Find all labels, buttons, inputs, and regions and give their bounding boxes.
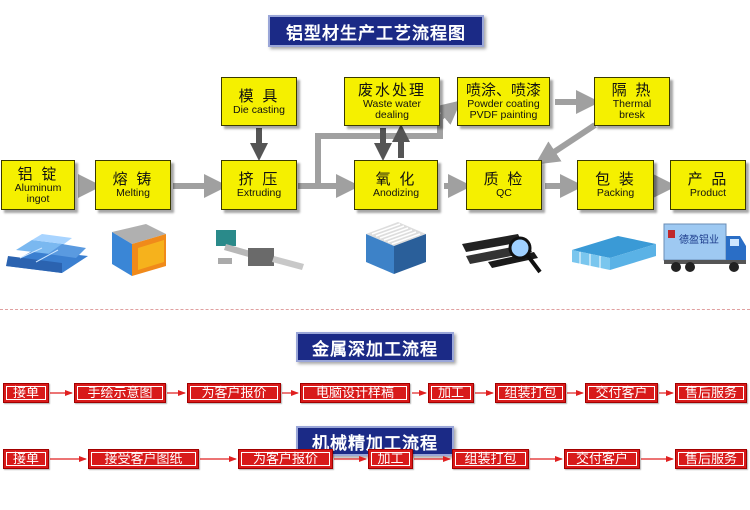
step-waste-water: 废水处理 Waste water dealing [344, 77, 440, 126]
step-packing-cn: 包 装 [595, 170, 636, 188]
deep-step-3-label: 为客户报价 [201, 386, 267, 401]
step-waste-water-en1: Waste water [363, 98, 421, 110]
step-die-casting-en: Die casting [233, 103, 285, 116]
deep-step-4: 电脑设计样稿 [300, 383, 410, 403]
deep-step-2: 手绘示意图 [74, 383, 166, 403]
step-qc-cn: 质 检 [483, 170, 525, 188]
deep-step-8-label: 售后服务 [684, 386, 737, 401]
step-extruding-cn: 挤 压 [238, 170, 280, 188]
deep-step-2-label: 手绘示意图 [87, 386, 153, 401]
precision-step-4: 加工 [368, 449, 413, 469]
deep-step-8: 售后服务 [675, 383, 747, 403]
step-aluminum-ingot-en2: ingot [26, 192, 50, 205]
deep-step-1: 接单 [3, 383, 49, 403]
section-divider [0, 309, 750, 310]
step-product-cn: 产 品 [687, 170, 729, 188]
precision-step-3: 为客户报价 [238, 449, 333, 469]
precision-step-2-label: 接受客户图纸 [104, 452, 183, 467]
step-waste-water-cn: 废水处理 [357, 81, 426, 99]
step-extruding: 挤 压 Extruding [221, 160, 297, 210]
melting-block-illustration [112, 224, 166, 276]
deep-step-6-label: 组装打包 [504, 386, 557, 401]
ingot-stack-illustration [6, 234, 88, 273]
step-melting-en: Melting [116, 187, 150, 199]
deep-step-3: 为客户报价 [187, 383, 281, 403]
step-extruding-en: Extruding [236, 187, 282, 199]
precision-step-5-label: 组装打包 [464, 452, 517, 467]
qc-magnifier-illustration [462, 234, 542, 274]
deep-step-6: 组装打包 [495, 383, 566, 403]
precision-step-7: 售后服务 [675, 449, 747, 469]
step-waste-water-en2: dealing [375, 109, 409, 121]
step-aluminum-ingot-cn: 铝 锭 [17, 164, 59, 183]
deep-step-7: 交付客户 [585, 383, 658, 403]
precision-step-6: 交付客户 [564, 449, 640, 469]
step-product-en: Product [689, 187, 727, 199]
truck-logo-text: 德盈铝业 [679, 235, 719, 246]
arrow-thermal-qc [534, 122, 597, 165]
step-die-casting-cn: 模 具 [238, 86, 280, 105]
step-packing-en: Packing [596, 187, 635, 199]
precision-step-6-label: 交付客户 [575, 452, 628, 467]
step-packing: 包 装 Packing [577, 160, 654, 210]
step-anodizing-cn: 氧 化 [375, 170, 417, 188]
deep-step-5: 加工 [428, 383, 474, 403]
precision-step-1-label: 接单 [12, 452, 39, 467]
main-title: 铝型材生产工艺流程图 [268, 15, 484, 47]
step-qc: 质 检 QC [466, 160, 542, 210]
deep-step-1-label: 接单 [12, 386, 39, 401]
anodizing-illustration [366, 222, 426, 274]
step-thermal-break-en2: bresk [619, 109, 645, 121]
step-melting: 熔 铸 Melting [95, 160, 171, 210]
deep-step-7-label: 交付客户 [595, 386, 648, 401]
precision-step-7-label: 售后服务 [684, 452, 737, 467]
step-die-casting: 模 具 Die casting [221, 77, 297, 126]
step-coating-cn: 喷涂、喷漆 [465, 81, 541, 99]
step-product: 产 品 Product [670, 160, 746, 210]
step-qc-en: QC [496, 187, 512, 199]
deep-step-4-label: 电脑设计样稿 [315, 386, 394, 401]
deep-process-title: 金属深加工流程 [296, 332, 454, 362]
step-anodizing: 氧 化 Anodizing [354, 160, 438, 210]
step-melting-cn: 熔 铸 [112, 170, 154, 188]
step-thermal-break-cn: 隔 热 [611, 81, 653, 99]
delivery-truck-illustration [663, 223, 746, 272]
precision-step-5: 组装打包 [452, 449, 529, 469]
packing-illustration [572, 236, 656, 270]
step-thermal-break: 隔 热 Thermal bresk [594, 77, 670, 126]
step-aluminum-ingot-en1: Aluminum [14, 181, 62, 194]
step-coating-en1: Powder coating [467, 98, 540, 110]
precision-step-3-label: 为客户报价 [252, 452, 318, 467]
deep-step-5-label: 加工 [437, 386, 464, 401]
extrusion-illustration [216, 230, 304, 270]
precision-step-1: 接单 [3, 449, 49, 469]
precision-step-4-label: 加工 [377, 452, 404, 467]
step-anodizing-en: Anodizing [372, 187, 420, 199]
precision-step-2: 接受客户图纸 [88, 449, 199, 469]
step-aluminum-ingot: 铝 锭 Aluminum ingot [1, 160, 75, 210]
step-thermal-break-en1: Thermal [612, 98, 652, 110]
arrow-extruding-coating [315, 100, 462, 186]
step-coating-en2: PVDF painting [469, 109, 538, 121]
step-coating: 喷涂、喷漆 Powder coating PVDF painting [457, 77, 550, 126]
process-connectors [78, 90, 677, 198]
